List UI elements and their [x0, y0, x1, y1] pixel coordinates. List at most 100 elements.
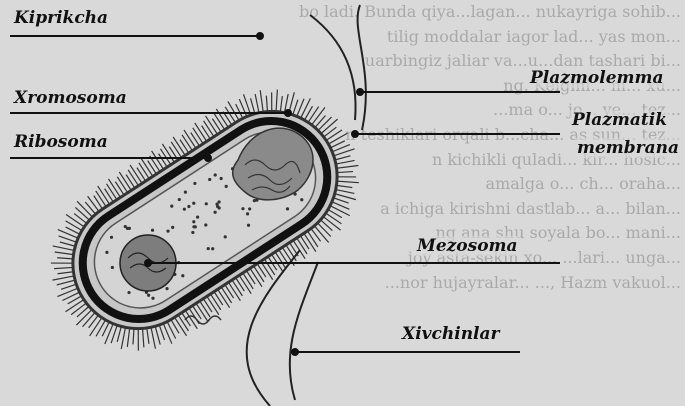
cilium	[57, 258, 73, 259]
ribosome-dot	[127, 291, 130, 294]
cilium	[96, 191, 106, 207]
cilium	[326, 213, 342, 224]
flagellum-top-2	[358, 5, 366, 130]
cilium	[54, 267, 73, 268]
ribosome-dot	[217, 200, 220, 203]
cilium	[320, 220, 332, 231]
cilium	[139, 163, 149, 179]
flagellum-top-1	[310, 15, 356, 120]
label-plazmatik: Plazmatik	[570, 110, 669, 130]
ribosome-dot	[205, 202, 208, 205]
cilium	[225, 107, 235, 123]
cilium	[280, 96, 282, 112]
cilium	[75, 207, 89, 220]
leader-kiprikcha-dot	[257, 33, 263, 39]
cilium	[336, 160, 355, 164]
cilium	[243, 273, 253, 289]
cilium	[96, 320, 105, 336]
label-ribosoma: Ribosoma	[12, 132, 110, 152]
ribosome-dot	[184, 191, 187, 194]
cilium	[137, 168, 146, 181]
cilium	[85, 202, 95, 214]
cilium	[307, 231, 317, 247]
cilium	[210, 294, 220, 310]
cilium	[330, 206, 350, 216]
cilium	[121, 327, 125, 349]
cilium	[88, 196, 99, 211]
cilium	[191, 133, 200, 146]
cilium	[160, 149, 170, 165]
ribosome-dot	[171, 226, 174, 229]
cilium	[293, 100, 298, 115]
ribosome-dot	[151, 297, 154, 300]
cilium	[337, 181, 359, 183]
cilium	[264, 259, 274, 275]
cilium	[55, 252, 74, 255]
ribosome-dot	[193, 182, 196, 185]
ribosome-dot	[192, 225, 195, 228]
leader-plazmolemma-dot	[357, 89, 363, 95]
cilium	[77, 201, 92, 217]
cilium	[57, 288, 77, 296]
cilium	[335, 156, 350, 160]
leader-ribosoma-dot	[205, 155, 211, 161]
cilium	[228, 282, 240, 300]
ribosome-dot	[111, 266, 114, 269]
label-plazmolemma: Plazmolemma	[528, 68, 666, 88]
cilium	[250, 268, 262, 286]
cilium	[53, 246, 75, 250]
cilium	[286, 245, 296, 261]
cilium	[130, 165, 142, 183]
cilium	[182, 135, 192, 151]
cilium	[159, 325, 164, 340]
cilium	[141, 158, 153, 176]
cilium	[66, 214, 84, 226]
ribosome-dot	[211, 247, 214, 250]
ribosome-dot	[253, 199, 256, 202]
flagellum-bottom-2	[290, 262, 318, 400]
cilium	[60, 242, 75, 246]
leader-xromosoma-dot	[285, 110, 291, 116]
cilium	[333, 198, 348, 203]
ribosome-dot	[214, 211, 217, 214]
label-xivchinlar: Xivchinlar	[400, 324, 501, 344]
cilium	[315, 116, 326, 128]
ribosome-dot	[218, 206, 221, 209]
cilium	[66, 221, 82, 231]
cilium	[77, 306, 89, 317]
cilium	[326, 130, 342, 141]
cilium	[279, 250, 288, 263]
cilium	[143, 328, 144, 347]
ribosome-dot	[220, 177, 223, 180]
cilium	[254, 266, 264, 282]
cilium	[276, 90, 277, 112]
cilium	[158, 154, 167, 167]
cilium	[128, 170, 138, 186]
ribosome-dot	[207, 247, 210, 250]
cilium	[53, 276, 75, 280]
cilium	[216, 109, 228, 127]
cilium	[185, 310, 197, 328]
cilium	[195, 123, 207, 141]
cilium	[337, 172, 353, 173]
leader-plazmatik-membrana-dot	[352, 131, 358, 137]
ribosome-dot	[247, 224, 250, 227]
cilium	[275, 252, 285, 268]
ribosome-dot	[286, 207, 289, 210]
ribosome-dot	[241, 207, 244, 210]
cilium	[117, 326, 121, 341]
ribosome-dot	[191, 231, 194, 234]
cilium	[300, 236, 309, 249]
cilium	[321, 119, 338, 133]
cilium	[98, 186, 110, 204]
cilium	[147, 328, 149, 344]
ribosome-dot	[170, 205, 173, 208]
ribosome-dot	[248, 207, 251, 210]
cilium	[117, 177, 127, 193]
leader-xivchinlar-dot	[292, 349, 298, 355]
cilium	[236, 278, 245, 291]
ribosome-dot	[181, 274, 184, 277]
ribosome-dot	[300, 198, 303, 201]
cilium	[107, 184, 117, 200]
